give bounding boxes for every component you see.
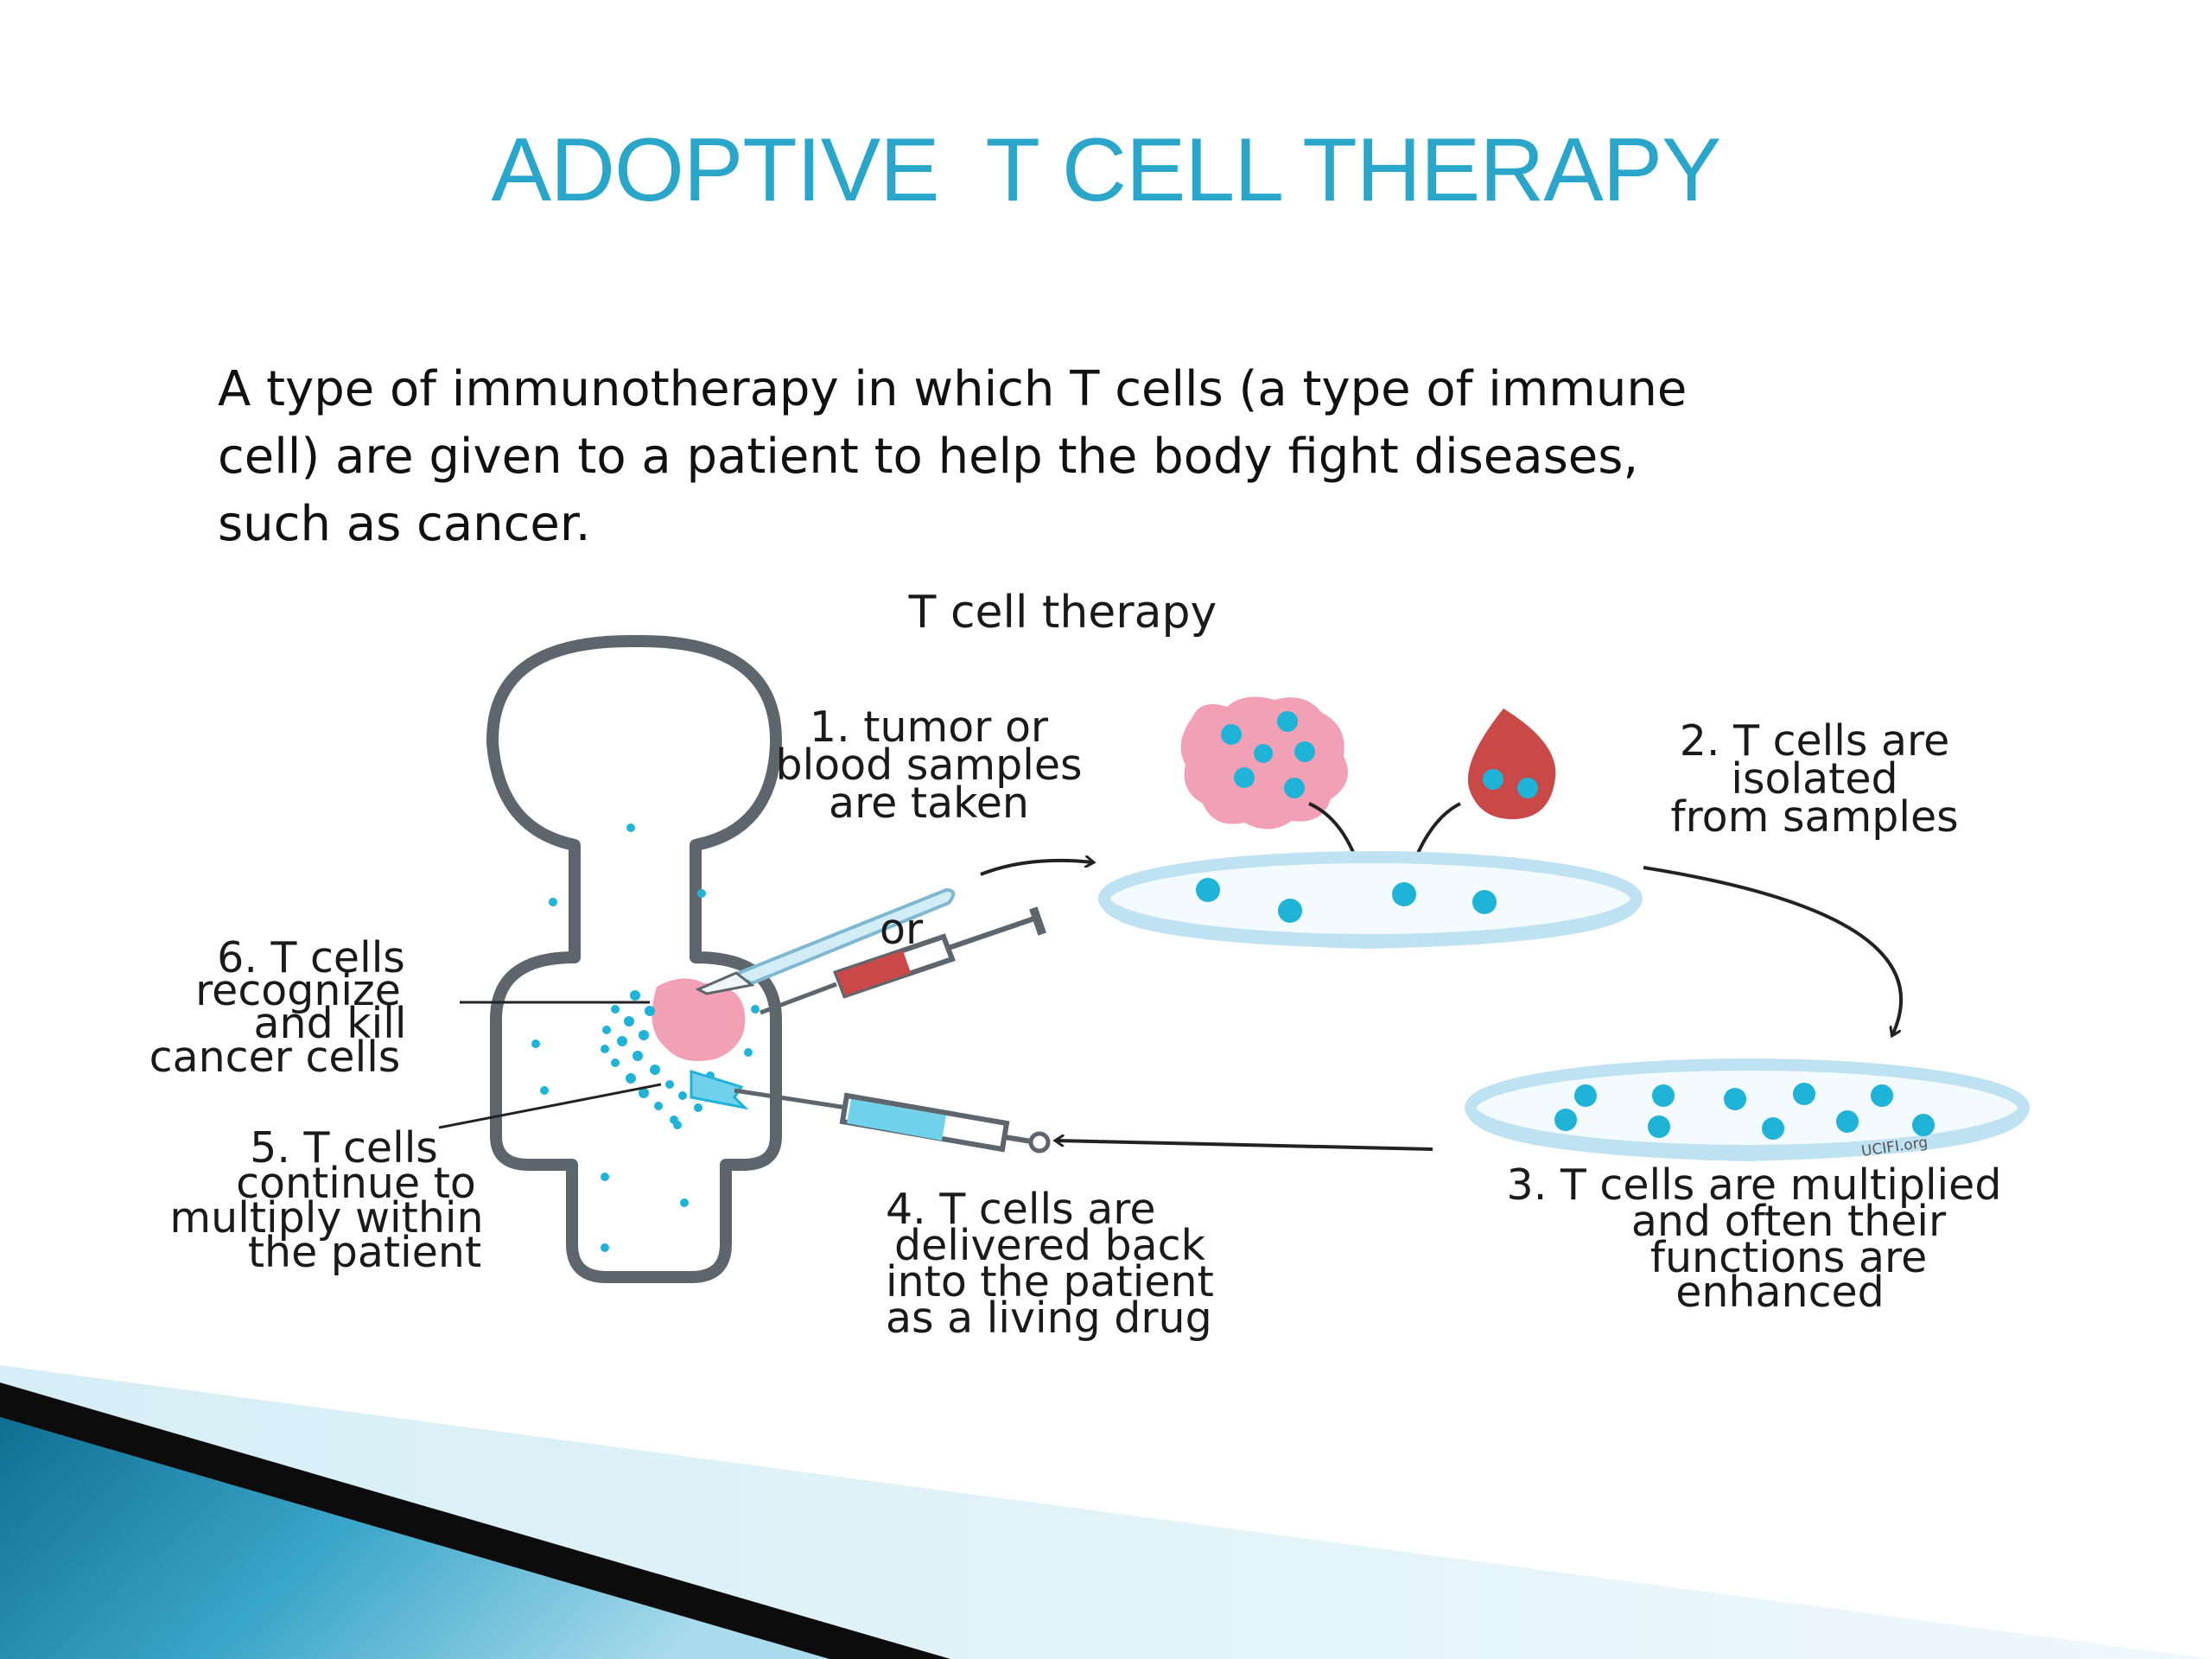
slide-title: ADOPTIVE T CELL THERAPY — [491, 120, 1722, 220]
step4-label: 4. T cells are delivered back into the p… — [886, 1185, 1214, 1343]
svg-text:delivered back: delivered back — [894, 1221, 1206, 1270]
svg-text:multiply within: multiply within — [169, 1193, 483, 1243]
tumor-in-body — [652, 978, 746, 1062]
tumor-sample — [1180, 696, 1348, 830]
t-cells-attacking-tumor — [601, 990, 726, 1124]
svg-text:recognize: recognize — [195, 966, 401, 1015]
body-scattered-cells — [531, 823, 760, 1252]
svg-text:blood samples: blood samples — [775, 741, 1082, 790]
bottom-banner — [0, 1365, 2212, 1659]
svg-text:from samples: from samples — [1670, 792, 1958, 842]
petri-dish-expansion: UCIFI.org — [1465, 1058, 2030, 1162]
injection-cell-cluster — [690, 1069, 749, 1110]
slide-description: A type of immunotherapy in which T cells… — [218, 356, 1929, 558]
t-cell-syringe — [734, 1088, 1051, 1154]
step2-label: 2. T cells are isolated from samples — [1670, 716, 1958, 842]
svg-text:4. T cells are: 4. T cells are — [886, 1185, 1156, 1234]
svg-text:continue to: continue to — [236, 1159, 476, 1208]
description-line: such as cancer. — [218, 496, 591, 552]
step1-label: 1. tumor or blood samples are taken — [775, 702, 1082, 828]
svg-text:functions are: functions are — [1650, 1233, 1928, 1282]
svg-text:isolated: isolated — [1731, 754, 1897, 804]
svg-text:6. T cells: 6. T cells — [217, 933, 405, 982]
scalpel — [695, 887, 956, 995]
patient-body-outline — [486, 634, 783, 1283]
pointer-step5 — [438, 1083, 662, 1129]
svg-text:into the patient: into the patient — [886, 1257, 1214, 1306]
svg-text:as a living drug: as a living drug — [886, 1294, 1212, 1343]
step3-label: 3. T cells are multiplied and often thei… — [1507, 1160, 2002, 1317]
svg-text:cancer cells: cancer cells — [149, 1033, 401, 1082]
svg-text:the patient: the patient — [248, 1228, 481, 1277]
svg-text:1. tumor or: 1. tumor or — [810, 702, 1049, 752]
description-line: cell) are given to a patient to help the… — [218, 429, 1639, 485]
arrow-step1-to-dish — [980, 861, 1093, 876]
banner-dark-stripe — [0, 1382, 950, 1659]
svg-text:5. T cells: 5. T cells — [250, 1123, 438, 1173]
svg-text:3. T cells are multiplied: 3. T cells are multiplied — [1507, 1160, 2002, 1210]
petri-dish-isolation — [1098, 851, 1643, 950]
svg-text:and often their: and often their — [1631, 1197, 1947, 1246]
blood-drop-sample — [1467, 709, 1556, 820]
blood-syringe — [760, 906, 1046, 1015]
or-label: or — [880, 905, 924, 954]
arrow-dish2-to-syringe — [1056, 1141, 1433, 1151]
description-line: A type of immunotherapy in which T cells… — [218, 361, 1688, 417]
step6-label: 6. T cells recognize and kill cancer cel… — [149, 933, 407, 1082]
svg-text:2. T cells are: 2. T cells are — [1680, 716, 1950, 766]
svg-text:are taken: are taken — [829, 779, 1029, 828]
diagram-title: T cell therapy — [908, 587, 1217, 639]
svg-text:and kill: and kill — [254, 999, 407, 1048]
arrow-dish1-to-dish2 — [1643, 866, 1903, 1035]
step5-label: 5. T cells continue to multiply within t… — [169, 1123, 483, 1277]
svg-text:enhanced: enhanced — [1675, 1268, 1885, 1317]
